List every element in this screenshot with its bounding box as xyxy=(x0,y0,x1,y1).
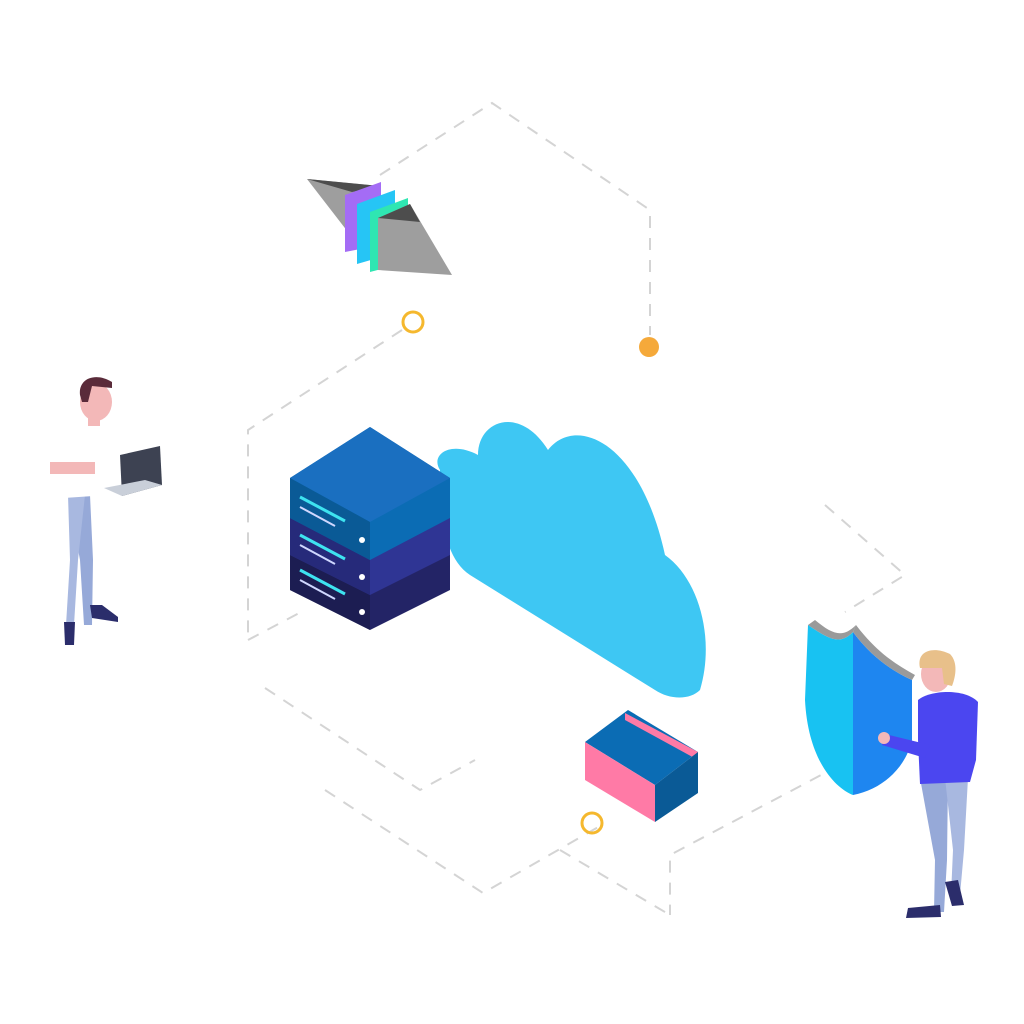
shield-icon xyxy=(805,620,915,795)
node-dot xyxy=(639,337,659,357)
node-ring xyxy=(401,310,425,334)
server-stack-icon xyxy=(290,427,450,630)
node-ring xyxy=(580,811,604,835)
person-at-shield xyxy=(878,650,978,918)
data-cube-icon xyxy=(585,710,698,822)
cloud-icon xyxy=(437,422,706,698)
person-with-laptop xyxy=(50,377,162,645)
connector-lines xyxy=(247,101,907,916)
transfer-prism-icon xyxy=(307,179,452,275)
